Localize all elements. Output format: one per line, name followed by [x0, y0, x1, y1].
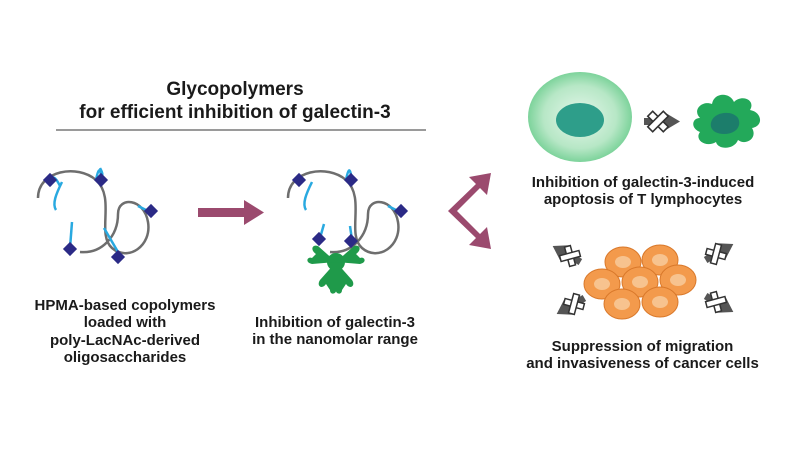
- inhibition-label-line-2: in the nanomolar range: [252, 331, 418, 349]
- inhibition-label: Inhibition of galectin-3 in the nanomola…: [225, 314, 445, 349]
- cancer-cell-cluster: [583, 244, 697, 320]
- migration-label-line-1: Suppression of migration: [551, 338, 734, 355]
- title-line-1: Glycopolymers: [166, 79, 304, 100]
- t-lymphocyte-cell: [528, 72, 632, 162]
- apoptotic-cell-icon: [693, 94, 761, 148]
- copolymer-label-line-2: loaded with: [83, 314, 167, 332]
- inhibition-label-line-1: Inhibition of galectin-3: [255, 314, 415, 331]
- copolymer-label: HPMA-based copolymers loaded with poly-L…: [0, 297, 250, 366]
- blocked-migration-arrow-bottom-left: [556, 292, 587, 316]
- copolymer-label-line-1: HPMA-based copolymers: [34, 297, 216, 314]
- title-line-2: for efficient inhibition of galectin-3: [79, 102, 391, 124]
- copolymer-label-line-4: oligosaccharides: [63, 348, 187, 366]
- blocked-migration-arrow-top-right: [703, 242, 734, 266]
- copolymer-label-line-3: poly-LacNAc-derived: [49, 331, 201, 349]
- split-arrow: [448, 173, 491, 249]
- diagram-title: Glycopolymers for efficient inhibition o…: [40, 78, 430, 124]
- apoptosis-label-line-2: apoptosis of T lymphocytes: [543, 191, 743, 209]
- title-divider: [56, 129, 426, 131]
- arrow-right: [198, 200, 264, 225]
- blocked-arrow-icon: [644, 110, 680, 133]
- migration-label-line-2: and invasiveness of cancer cells: [526, 355, 759, 373]
- blocked-migration-arrow-top-left: [552, 244, 583, 268]
- apoptosis-label: Inhibition of galectin-3-induced apoptos…: [518, 174, 768, 209]
- glycopolymer-with-galectin: [286, 169, 409, 294]
- migration-label: Suppression of migration and invasivenes…: [500, 338, 785, 373]
- apoptosis-label-line-1: Inhibition of galectin-3-induced: [531, 174, 755, 191]
- galectin-3-icon: [307, 245, 365, 294]
- blocked-migration-arrow-bottom-right: [703, 290, 734, 314]
- glycopolymer-left: [36, 167, 159, 265]
